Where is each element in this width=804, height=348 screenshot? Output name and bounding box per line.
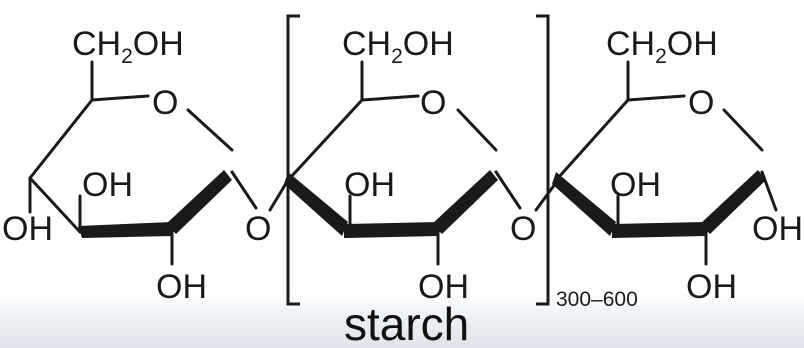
glucose-ring-2: CH2OH O OH OH <box>284 25 522 306</box>
bold-bond <box>344 222 438 238</box>
glucose-ring-3: CH2OH O OH OH OH <box>552 25 803 306</box>
ch2oh-label-1: CH2OH <box>72 25 184 68</box>
bold-bond <box>166 170 232 234</box>
bond <box>626 94 686 102</box>
bold-bond <box>78 222 172 238</box>
hydroxyl-bottom-2: OH <box>418 268 469 306</box>
hydroxyl-top-3: OH <box>610 166 661 204</box>
repeat-bracket-left <box>286 14 300 306</box>
bold-bond <box>612 222 706 238</box>
bond <box>556 98 630 180</box>
ch2oh-label-2: CH2OH <box>342 25 454 68</box>
hydroxyl-bottom-3: OH <box>686 268 737 306</box>
bond <box>268 178 290 212</box>
glycosidic-oxygen-1: O <box>245 210 271 248</box>
hydroxyl-top-1: OH <box>82 166 133 204</box>
bond <box>28 98 94 180</box>
bold-bond <box>552 172 616 236</box>
ring-oxygen-2: O <box>420 84 446 122</box>
bond <box>494 170 522 210</box>
bold-bond <box>700 170 766 234</box>
bond <box>186 108 234 152</box>
hydroxyl-right-3: OH <box>752 210 803 248</box>
glycosidic-oxygen-2: O <box>510 210 536 248</box>
hydroxyl-left-1: OH <box>2 210 53 248</box>
bond <box>360 94 420 102</box>
repeat-count-label: 300–600 <box>556 288 638 311</box>
ring-oxygen-3: O <box>688 84 714 122</box>
ring-oxygen-1: O <box>152 84 178 122</box>
bond <box>288 98 364 180</box>
bond <box>760 170 778 212</box>
caption-starch: starch <box>344 298 469 348</box>
bond <box>90 94 150 102</box>
bond <box>722 108 764 152</box>
bold-bond <box>432 170 498 234</box>
bold-bond <box>284 172 348 236</box>
hydroxyl-bottom-1: OH <box>156 268 207 306</box>
background-gradient <box>0 292 804 348</box>
hydroxyl-top-2: OH <box>344 166 395 204</box>
bond <box>28 176 82 234</box>
repeat-bracket-right <box>536 14 550 306</box>
bond <box>230 170 258 210</box>
bond <box>456 108 498 152</box>
glucose-ring-1: CH2OH O OH OH OH <box>2 25 258 306</box>
ch2oh-label-3: CH2OH <box>606 25 718 68</box>
